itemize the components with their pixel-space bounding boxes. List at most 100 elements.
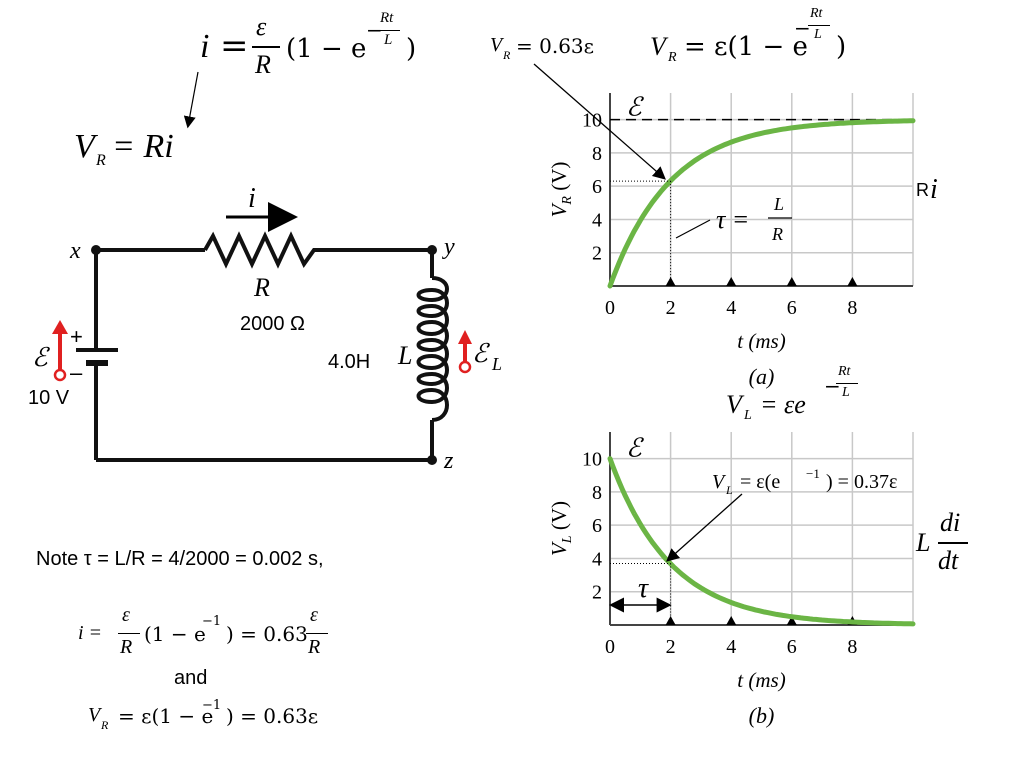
x-tick-label: 0 <box>605 297 615 319</box>
l-didt-num: di <box>940 508 961 537</box>
note-i-lhs: i = <box>78 622 103 644</box>
vr-063-label: V R = 0.63ε <box>490 34 630 70</box>
l-didt-L: L <box>916 528 931 557</box>
current-eq-num: ε <box>256 12 267 41</box>
l-didt-den: dt <box>938 546 959 575</box>
note-current-equation: i = ε R (1 − e −1 ) = 0.63 ε R <box>78 604 378 668</box>
node-z-dot <box>427 455 437 465</box>
resistor-label: R <box>253 273 270 302</box>
vl-037-rhs: = ε(e <box>740 471 780 493</box>
node-y-dot <box>427 245 437 255</box>
note-vr-rhs: = ε(1 − e <box>118 704 214 728</box>
y-tick-label: 10 <box>582 110 602 132</box>
vr-063-v: V <box>490 34 503 56</box>
y-axis-label: VR (V) <box>547 162 575 218</box>
current-eq-exp-den: L <box>384 32 393 48</box>
tau-b-label: τ <box>638 573 649 604</box>
x-tick-label: 0 <box>605 636 615 658</box>
tau-a-lhs: τ = <box>716 205 749 234</box>
vl-decay-exp-den: L <box>842 385 850 400</box>
current-eq-exp-num: Rt <box>380 10 394 26</box>
note-i-mid: (1 − e <box>144 622 206 646</box>
x-tick-marker <box>786 277 797 286</box>
vl-decay-exp-num: Rt <box>838 364 851 379</box>
y-axis-label-v: V <box>547 541 571 556</box>
vr-charging-exp-minus: − <box>794 16 811 40</box>
y-tick-label: 2 <box>592 582 602 604</box>
x-tick-marker <box>847 277 858 286</box>
note-vr-sub: R <box>101 718 109 732</box>
x-tick-marker <box>665 277 676 286</box>
ohm-law-rhs: = Ri <box>112 128 174 165</box>
vr-charging-exp-num: Rt <box>810 6 823 21</box>
current-eq-fraction-bar <box>252 46 280 48</box>
x-tick-marker <box>786 616 797 625</box>
y-tick-label: 6 <box>592 176 602 198</box>
circuit-diagram <box>94 231 449 462</box>
note-vr-equation: V R = ε(1 − e −1 ) = 0.63ε <box>88 698 348 740</box>
l-didt-expression: L di dt <box>916 506 986 582</box>
ri-side-label: R i <box>916 174 956 210</box>
current-eq-exp-bar <box>378 30 400 31</box>
vl-decay-exp-minus: − <box>824 374 841 398</box>
note-i-num2: ε <box>310 604 318 626</box>
data-curve <box>607 118 916 289</box>
y-axis-label-v: V <box>547 202 571 217</box>
y-tick-label: 8 <box>592 482 602 504</box>
ohm-law-equation: V R = Ri <box>74 128 214 178</box>
inductance-value: 4.0H <box>328 351 370 373</box>
y-axis-label-unit: (V) <box>547 162 571 196</box>
x-tick-label: 8 <box>847 636 857 658</box>
x-tick-label: 4 <box>726 636 736 658</box>
tau-a-num: L <box>773 194 784 214</box>
vr-063-rhs: = 0.63ε <box>516 34 595 58</box>
battery-emf-circle <box>53 368 67 382</box>
vl-decay-v: V <box>726 390 742 419</box>
inductor-label: L <box>397 341 412 370</box>
battery-minus: – <box>70 360 83 385</box>
note-i-bar <box>118 633 140 634</box>
current-eq-exp-minus: − <box>366 18 383 42</box>
y-tick-label: 8 <box>592 143 602 165</box>
vl-decay-exp-bar <box>836 383 858 384</box>
vr-063-sub: R <box>503 48 511 62</box>
vl-037-exp: −1 <box>806 466 820 481</box>
node-x-dot <box>91 245 101 255</box>
x-tick-label: 6 <box>787 636 797 658</box>
x-tick-label: 6 <box>787 297 797 319</box>
battery-plus: + <box>70 324 83 349</box>
data-curve <box>607 456 916 627</box>
emf-axis-label: ℰ <box>626 93 644 122</box>
node-z-label: z <box>443 448 454 474</box>
note-i-den: R <box>120 636 133 658</box>
vr-063-pointer <box>533 63 666 180</box>
ri-side-R: R <box>916 180 929 200</box>
vr-charging-exp-den: L <box>814 27 822 42</box>
current-eq-rest: (1 − e <box>286 34 367 64</box>
inductor-emf-arrowhead <box>458 330 472 344</box>
inductor-coil <box>416 276 449 422</box>
tau-pointer-a <box>675 219 711 239</box>
x-tick-label: 2 <box>666 297 676 319</box>
note-vr-v: V <box>88 704 101 726</box>
vr-charging-v: V <box>650 32 666 61</box>
ohm-law-sub: R <box>96 152 106 169</box>
battery-emf-symbol: ℰ <box>32 343 50 372</box>
panel-label: (a) <box>749 364 775 389</box>
y-tick-label: 6 <box>592 515 602 537</box>
note-and: and <box>174 667 208 689</box>
node-y-label: y <box>442 234 455 260</box>
note-i-num: ε <box>122 604 130 626</box>
inductor-emf-circle <box>458 360 472 374</box>
y-tick-label: 4 <box>592 209 602 231</box>
inductor-emf-subscript: L <box>491 354 502 374</box>
x-tick-label: 8 <box>847 297 857 319</box>
vl-037-sub: L <box>725 483 733 497</box>
vr-charging-exp-bar <box>808 25 830 26</box>
inductor-emf-symbol: ℰ <box>472 339 490 368</box>
note-vr-tail: ) = 0.63ε <box>226 704 319 728</box>
vl-037-v: V <box>712 471 727 493</box>
x-tick-marker <box>726 616 737 625</box>
